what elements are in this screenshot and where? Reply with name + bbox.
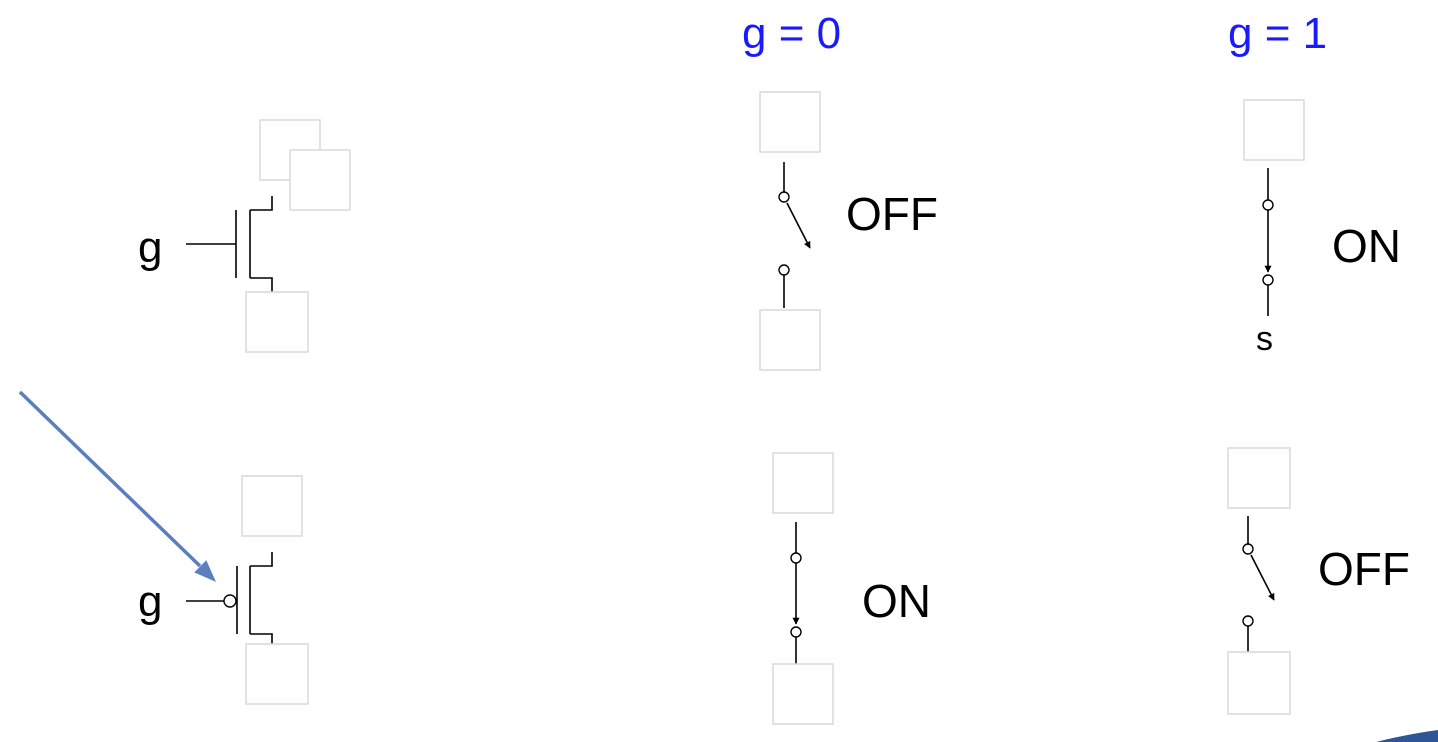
pmos-drain-placeholder	[245, 643, 309, 705]
switch-state-label: ON	[1332, 220, 1401, 272]
switch-bottom-placeholder	[772, 663, 834, 725]
pmos-source-placeholder	[241, 475, 303, 537]
switch-top-placeholder	[1243, 99, 1305, 161]
switch-state-label: OFF	[846, 188, 938, 240]
header-g0: g = 0	[742, 9, 841, 58]
nmos-source-placeholder	[245, 291, 309, 353]
switch-top-placeholder	[1227, 447, 1291, 509]
pointer-arrow	[18, 390, 216, 582]
source-label: s	[1256, 320, 1273, 358]
switch-top-placeholder	[759, 91, 821, 153]
switch-state-label: OFF	[1318, 543, 1410, 595]
pmos-gate-label: g	[138, 577, 162, 626]
nmos-switch-g1: s ON	[1243, 99, 1401, 358]
pmos-transistor-symbol: g	[138, 475, 309, 705]
corner-decoration	[1376, 730, 1438, 742]
switch-top-placeholder	[772, 452, 834, 514]
switch-bottom-placeholder	[759, 309, 821, 371]
nmos-drain-placeholder-overlap	[289, 149, 351, 211]
pmos-switch-g0: ON	[772, 452, 931, 725]
switch-state-label: ON	[862, 575, 931, 627]
switch-bottom-placeholder	[1227, 651, 1291, 715]
nmos-switch-g0: OFF	[759, 91, 938, 371]
header-g1: g = 1	[1228, 9, 1327, 58]
nmos-transistor-symbol: g	[138, 196, 273, 292]
pmos-switch-g1: OFF	[1227, 447, 1410, 715]
nmos-gate-label: g	[138, 223, 162, 272]
